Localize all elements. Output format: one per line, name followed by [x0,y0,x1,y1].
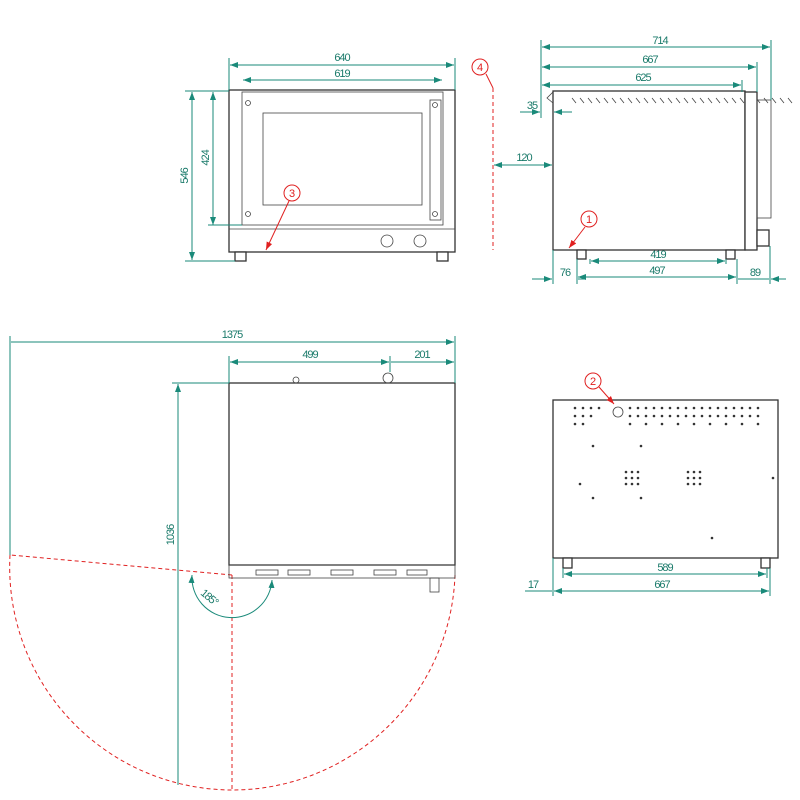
dim-top-door-swing-depth: 1036 [165,524,177,545]
dim-side-feet-inner: 419 [650,249,666,261]
knob-icon [413,234,427,248]
dim-door-angle: 185° [198,587,221,609]
dim-side-front-offset: 89 [750,267,761,279]
callout-1-label: 1 [586,214,592,226]
vent-slots [571,97,793,104]
side-body [552,90,746,251]
dim-side-depth-total: 714 [652,35,668,47]
dim-top-fitting-to-right: 201 [414,349,430,361]
top-body [228,382,456,566]
callout-1 [580,210,598,228]
dim-side-rear-offset: 76 [560,267,571,279]
rear-fitting-icon [612,406,624,418]
door-window [262,112,423,206]
dim-side-depth-body: 667 [642,54,658,66]
callout-3 [283,184,301,202]
rear-view: 589 667 17 2 [525,372,779,596]
side-door-handle [756,99,772,219]
side-view: 714 667 625 35 120 419 497 76 89 1 [494,35,793,284]
front-door [241,91,444,226]
callout-4-label: 4 [477,62,483,74]
dim-front-width-inner: 619 [334,68,350,80]
dim-top-total-width: 1375 [222,329,243,341]
rear-vent-holes [573,406,775,540]
dim-rear-width: 667 [654,579,670,591]
dim-side-clearance: 120 [516,152,532,164]
door-swing-arc [9,554,456,791]
fitting-icon [382,372,394,384]
callout-2-label: 2 [590,376,596,388]
dim-front-height-door: 424 [200,149,212,165]
plane-marker: 4 [471,58,494,250]
dim-rear-side-offset: 17 [528,579,539,591]
door-angle-arc [188,574,275,618]
callout-2 [584,372,602,390]
dim-side-feet-outer: 497 [649,265,665,277]
rear-body [552,399,779,559]
dim-side-offset-top: 35 [527,100,538,112]
callout-3-label: 3 [289,188,295,200]
dim-side-depth-top: 625 [635,72,651,84]
front-view: 640 619 546 424 3 [179,52,456,262]
dim-rear-feet-span: 589 [657,562,673,574]
door-handle [429,99,442,221]
knob-icon [380,234,394,248]
dim-front-height-total: 546 [179,167,191,183]
dim-front-width-outer: 640 [334,52,350,64]
top-view: 185° 1375 499 201 1036 [9,329,456,791]
dim-top-left-to-fitting: 499 [302,349,318,361]
